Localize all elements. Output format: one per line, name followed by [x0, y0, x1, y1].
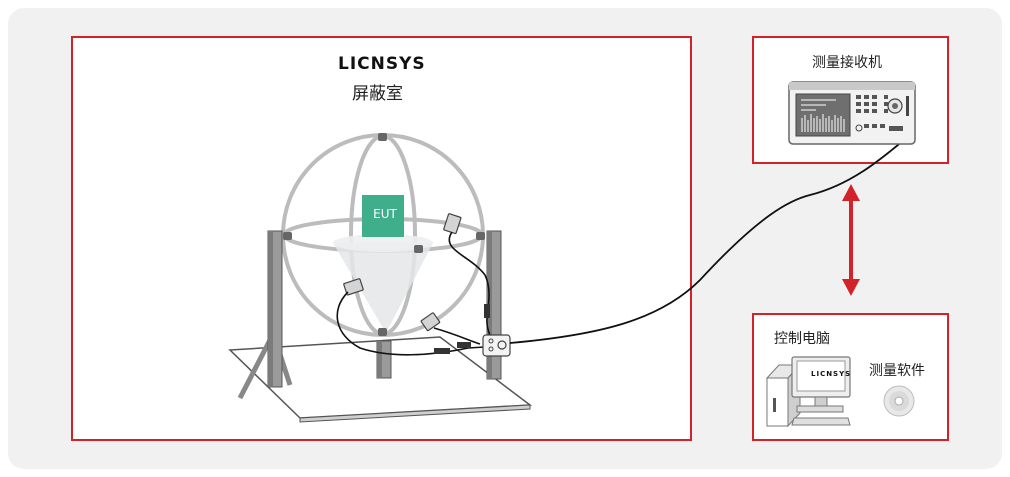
probe-3	[420, 312, 441, 332]
receiver-label: 测量接收机	[812, 55, 882, 71]
eut-label: EUT	[373, 207, 397, 221]
field-cone	[333, 243, 433, 333]
control-pc-label: 控制电脑	[774, 331, 830, 347]
left-post	[267, 230, 283, 388]
receiver-instrument-icon	[788, 81, 916, 145]
center-post	[376, 340, 392, 379]
eut-block	[362, 195, 404, 237]
software-disc-icon	[883, 385, 915, 417]
chamber-logo: LICNSYS	[338, 54, 426, 74]
shielded-room-label: 屏蔽室	[352, 84, 403, 104]
bidirectional-arrow	[842, 184, 860, 296]
computer-icon	[765, 356, 851, 428]
probe-2	[343, 278, 364, 296]
sphere-nodes	[283, 133, 485, 336]
receiver-cable	[509, 139, 905, 344]
monitor-logo: LICNSYS	[811, 370, 852, 378]
software-label: 测量软件	[869, 363, 925, 379]
junction-box	[482, 334, 511, 357]
probe-1	[443, 213, 462, 235]
